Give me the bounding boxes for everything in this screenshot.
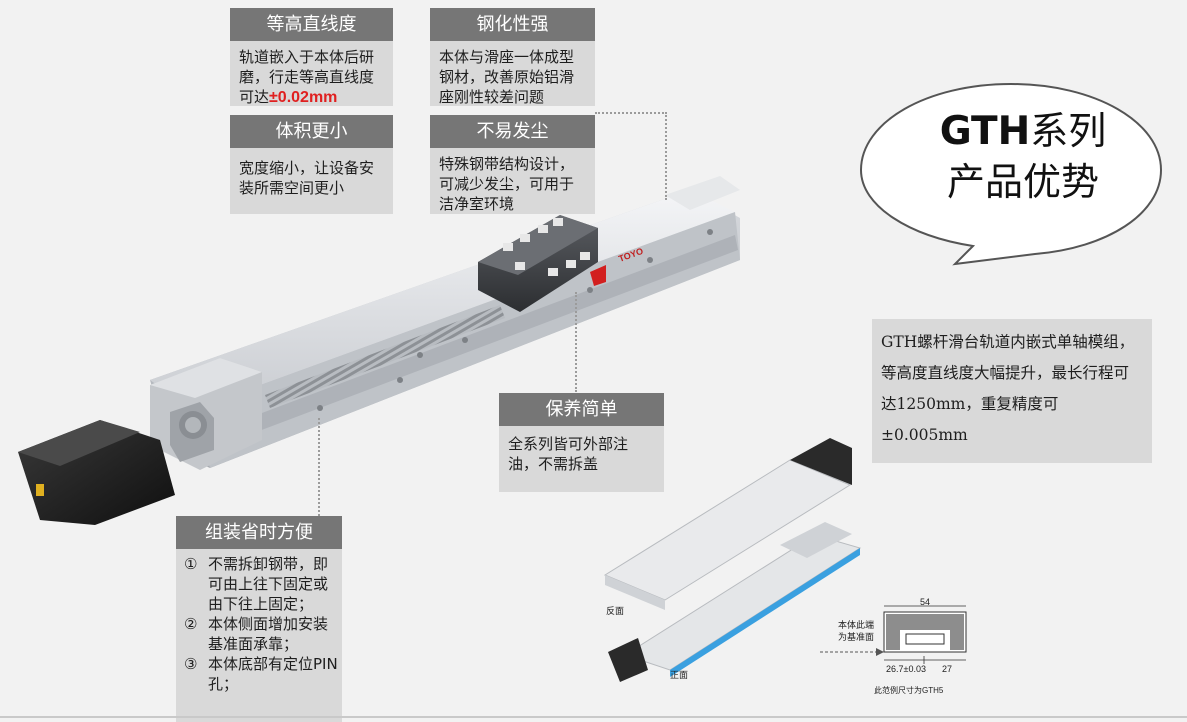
card-maintenance: 保养简单 全系列皆可外部注油，不需拆盖 — [499, 393, 664, 492]
card-body: 全系列皆可外部注油，不需拆盖 — [499, 426, 664, 492]
lead-screw — [265, 305, 505, 408]
card-body: 特殊钢带结构设计，可减少发尘，可用于洁净室环境 — [430, 148, 595, 214]
card-leveling: 等高直线度 轨道嵌入于本体后研磨，行走等高直线度可达±0.02mm — [230, 8, 393, 106]
installation-diagram — [603, 438, 967, 682]
list-text: 不需拆卸钢带，即可由上往下固定或由下往上固定； — [208, 555, 329, 613]
card-title: 等高直线度 — [230, 8, 393, 41]
card-compact: 体积更小 宽度缩小，让设备安装所需空间更小 — [230, 115, 393, 214]
list-item: ① 不需拆卸钢带，即可由上往下固定或由下往上固定； — [184, 554, 338, 614]
card-title: 组装省时方便 — [176, 516, 342, 549]
tolerance-highlight: ±0.02mm — [269, 89, 338, 106]
card-body: 本体与滑座一体成型钢材，改善原始铝滑座刚性较差问题 — [430, 41, 595, 106]
card-title: 保养简单 — [499, 393, 664, 426]
bubble-title-suffix: 系列 — [1030, 109, 1107, 153]
list-number: ① — [184, 555, 198, 573]
label-base-2: 为基准面 — [838, 632, 875, 642]
label-base-1: 本体此端 — [838, 620, 875, 630]
bubble-title: GTH — [939, 109, 1031, 154]
list-item: ③ 本体底部有定位PIN孔； — [184, 654, 338, 694]
dim-left: 26.7±0.03 — [886, 664, 926, 674]
leader-maint — [575, 292, 577, 392]
speech-bubble — [859, 82, 1163, 266]
leader-dust-v — [665, 112, 667, 200]
list-number: ③ — [184, 655, 198, 673]
card-body: 宽度缩小，让设备安装所需空间更小 — [230, 148, 393, 214]
dim-width: 54 — [920, 597, 931, 607]
card-dust: 不易发尘 特殊钢带结构设计，可减少发尘，可用于洁净室环境 — [430, 115, 595, 214]
leader-assembly — [318, 418, 320, 516]
list-item: ② 本体侧面增加安装基准面承靠； — [184, 614, 338, 654]
dim-right: 27 — [942, 664, 953, 674]
card-title: 钢化性强 — [430, 8, 595, 41]
bottom-divider — [0, 716, 1187, 718]
card-title: 不易发尘 — [430, 115, 595, 148]
bubble-heading: GTH系列 产品优势 — [912, 106, 1134, 207]
leader-dust — [595, 112, 667, 114]
list-text: 本体底部有定位PIN孔； — [208, 655, 338, 693]
list-number: ② — [184, 615, 198, 633]
card-title: 体积更小 — [230, 115, 393, 148]
label-front-view: 正面 — [670, 670, 689, 680]
product-description: GTH螺杆滑台轨道内嵌式单轴模组，等高度直线度大幅提升，最长行程可达1250mm… — [872, 319, 1152, 463]
card-steel: 钢化性强 本体与滑座一体成型钢材，改善原始铝滑座刚性较差问题 — [430, 8, 595, 106]
profile-cross-section — [883, 605, 967, 664]
card-assembly: 组装省时方便 ① 不需拆卸钢带，即可由上往下固定或由下往上固定； ② 本体侧面增… — [176, 516, 342, 722]
label-back-view: 反面 — [606, 606, 625, 616]
bubble-subtitle: 产品优势 — [946, 160, 1099, 204]
card-body: 轨道嵌入于本体后研磨，行走等高直线度可达±0.02mm — [230, 41, 393, 106]
list-text: 本体侧面增加安装基准面承靠； — [208, 615, 329, 653]
card-text: 轨道嵌入于本体后研磨，行走等高直线度可达 — [239, 48, 375, 106]
card-body: ① 不需拆卸钢带，即可由上往下固定或由下往上固定； ② 本体侧面增加安装基准面承… — [176, 549, 342, 722]
diagram-caption: 此范例尺寸为GTH5 — [874, 686, 944, 695]
